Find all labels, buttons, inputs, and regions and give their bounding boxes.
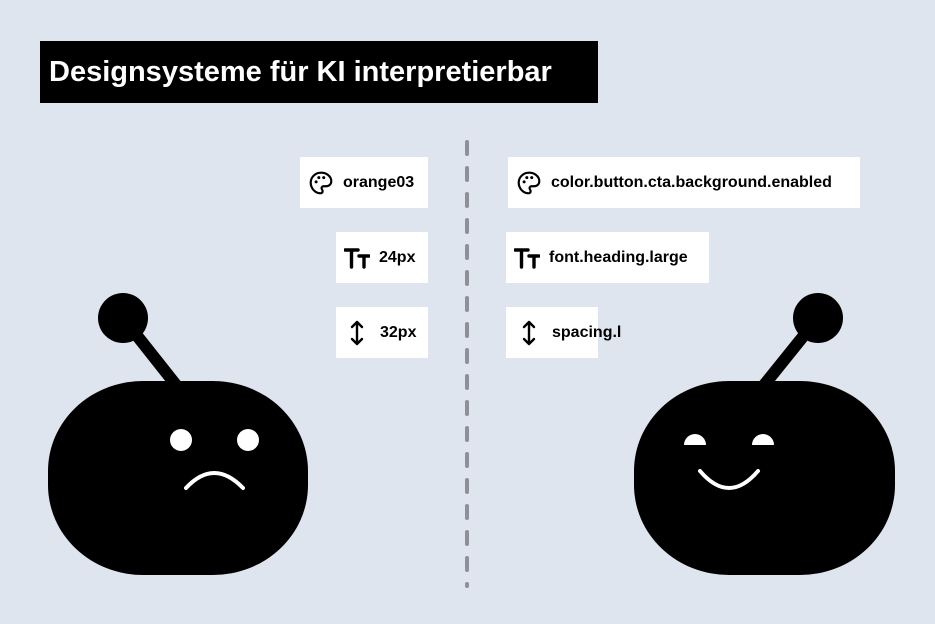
sad-robot — [48, 293, 308, 575]
antenna-ball — [793, 293, 843, 343]
eye — [752, 434, 774, 445]
smile-mouth — [698, 469, 760, 490]
robot-head — [634, 381, 895, 575]
chip-label: orange03 — [343, 173, 415, 191]
chip-label: spacing.l — [552, 323, 622, 341]
token-chip-spacing-semantic: spacing.l — [506, 307, 621, 358]
eye — [170, 429, 192, 451]
chip-label: 24px — [379, 248, 416, 266]
happy-robot — [634, 293, 895, 575]
token-chip-color-semantic: color.button.cta.background.enabled — [508, 157, 860, 208]
antenna-ball — [98, 293, 148, 343]
frown-mouth — [184, 471, 245, 490]
page-title: Designsysteme für KI interpretierbar — [40, 41, 598, 103]
eye — [237, 429, 259, 451]
chip-label: font.heading.large — [549, 248, 688, 266]
robot-head — [48, 381, 308, 575]
vertical-arrows-icon — [350, 320, 364, 345]
chip-label: 32px — [380, 323, 417, 341]
eye — [684, 434, 706, 445]
token-chip-font-raw: 24px — [336, 232, 428, 283]
vertical-arrows-icon — [522, 320, 536, 345]
palette-icon — [309, 171, 333, 194]
token-chip-color-raw: orange03 — [300, 157, 428, 208]
palette-icon — [517, 171, 541, 194]
chip-label: color.button.cta.background.enabled — [551, 173, 832, 191]
text-size-icon — [514, 247, 540, 269]
text-size-icon — [344, 247, 370, 269]
token-chip-font-semantic: font.heading.large — [506, 232, 709, 283]
token-chip-spacing-raw: 32px — [336, 307, 428, 358]
